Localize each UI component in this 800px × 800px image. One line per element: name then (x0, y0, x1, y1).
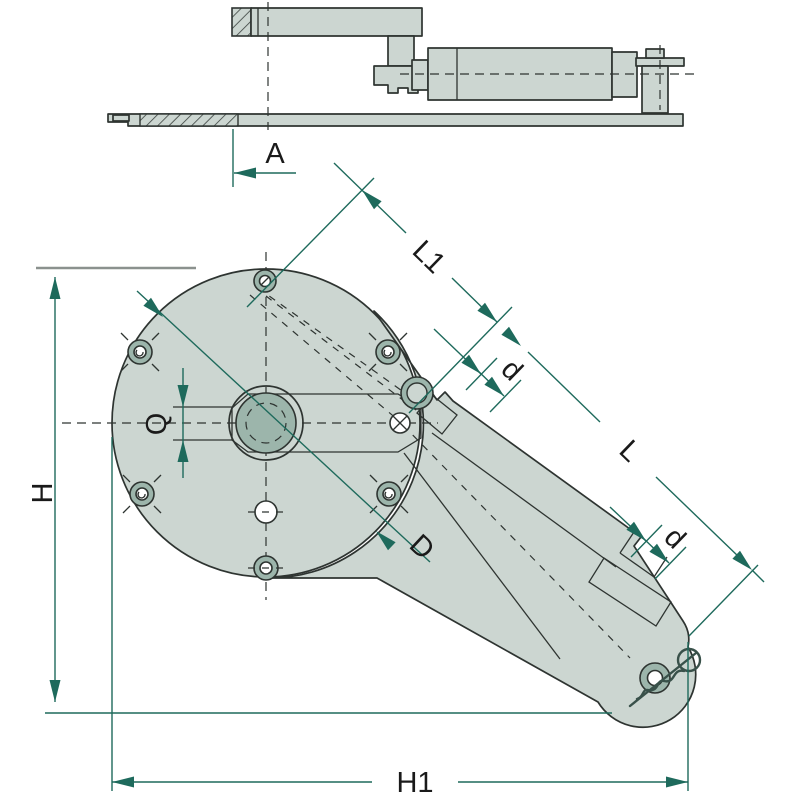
pivot-cross-2 (392, 415, 408, 431)
plate-hatched-section (139, 113, 239, 127)
extension-line-top-hole (246, 177, 375, 308)
side-view (107, 2, 695, 130)
foot-pin-hole (646, 669, 664, 687)
swung-arm-dash-1 (257, 287, 413, 399)
dim-label-a: A (265, 138, 285, 170)
screw-upper-left (120, 332, 160, 372)
link-arm (387, 35, 415, 67)
dim-label-d-lower: d (658, 521, 692, 555)
screw-lower-right (369, 474, 409, 514)
hub-outer-ring (228, 385, 304, 461)
hub-dashed-circle (245, 402, 287, 444)
dim-label-l1: L1 (406, 235, 451, 280)
dim-label-q: Q (141, 413, 173, 436)
extension-line-pivot (408, 306, 513, 414)
dim-a: A (232, 129, 296, 187)
dim-h: H (27, 266, 612, 714)
rod-clevis-block (411, 59, 429, 91)
extension-line-foot (688, 564, 759, 637)
boss-ring-inner (406, 382, 428, 404)
collar-step-1 (619, 531, 635, 554)
screw-lower-left (122, 474, 162, 514)
mount-block-hatched (231, 7, 252, 37)
dim-label-h1: H1 (396, 767, 433, 799)
screw-upper-right (368, 332, 408, 372)
bracket-post (641, 65, 669, 114)
arm-centerline-dashed (402, 424, 631, 659)
inner-rod (588, 557, 672, 627)
dim-l1: L1 (333, 162, 498, 323)
dim-label-d-upper: d (495, 353, 529, 387)
taper-edge-line (403, 452, 561, 660)
r-clip (628, 647, 702, 708)
top-hole-slot-mark (260, 276, 270, 286)
top-bar (250, 7, 423, 37)
hub (235, 392, 297, 454)
collar-step-2 (619, 552, 655, 578)
base-plate (107, 113, 684, 127)
swung-arm-dash-3 (249, 294, 399, 421)
dim-label-h: H (27, 483, 59, 504)
dim-label-l: L (613, 434, 647, 468)
plan-view (62, 252, 702, 729)
tube-lower-edge (431, 432, 617, 568)
dim-q: Q (141, 368, 189, 478)
bracket-nut (645, 48, 665, 59)
swung-arm-dash-2 (265, 295, 417, 411)
plate-tab (112, 114, 130, 122)
dim-h1: H1 (111, 437, 689, 799)
